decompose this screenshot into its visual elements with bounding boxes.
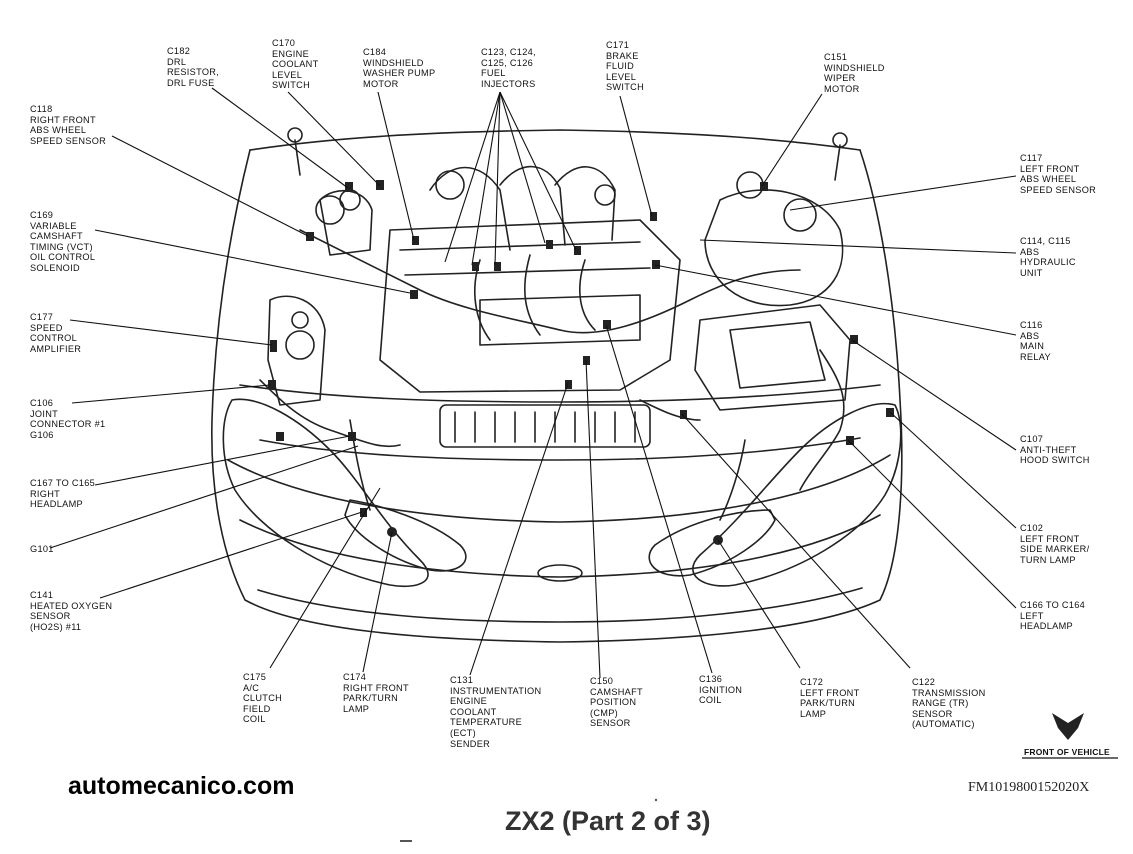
left-headlamp — [692, 402, 902, 587]
figure-code: FM1019800152020X — [968, 780, 1090, 795]
right-headlamp — [222, 398, 429, 588]
upper-cowl — [249, 129, 861, 151]
front-of-vehicle-label: FRONT OF VEHICLE — [1024, 747, 1110, 757]
body-outline — [211, 149, 903, 643]
grille-emblem — [537, 564, 583, 582]
front-arrow-icon — [1022, 713, 1118, 759]
radiator-support — [239, 384, 881, 403]
front-bumper — [227, 454, 891, 523]
coolant-reservoir — [319, 189, 373, 256]
abs-unit — [694, 304, 851, 411]
engine-block — [379, 219, 681, 393]
page-title: ZX2 (Part 2 of 3) — [505, 806, 711, 836]
website-watermark: automecanico.com — [68, 772, 295, 800]
label-g101: G101 — [30, 544, 54, 554]
